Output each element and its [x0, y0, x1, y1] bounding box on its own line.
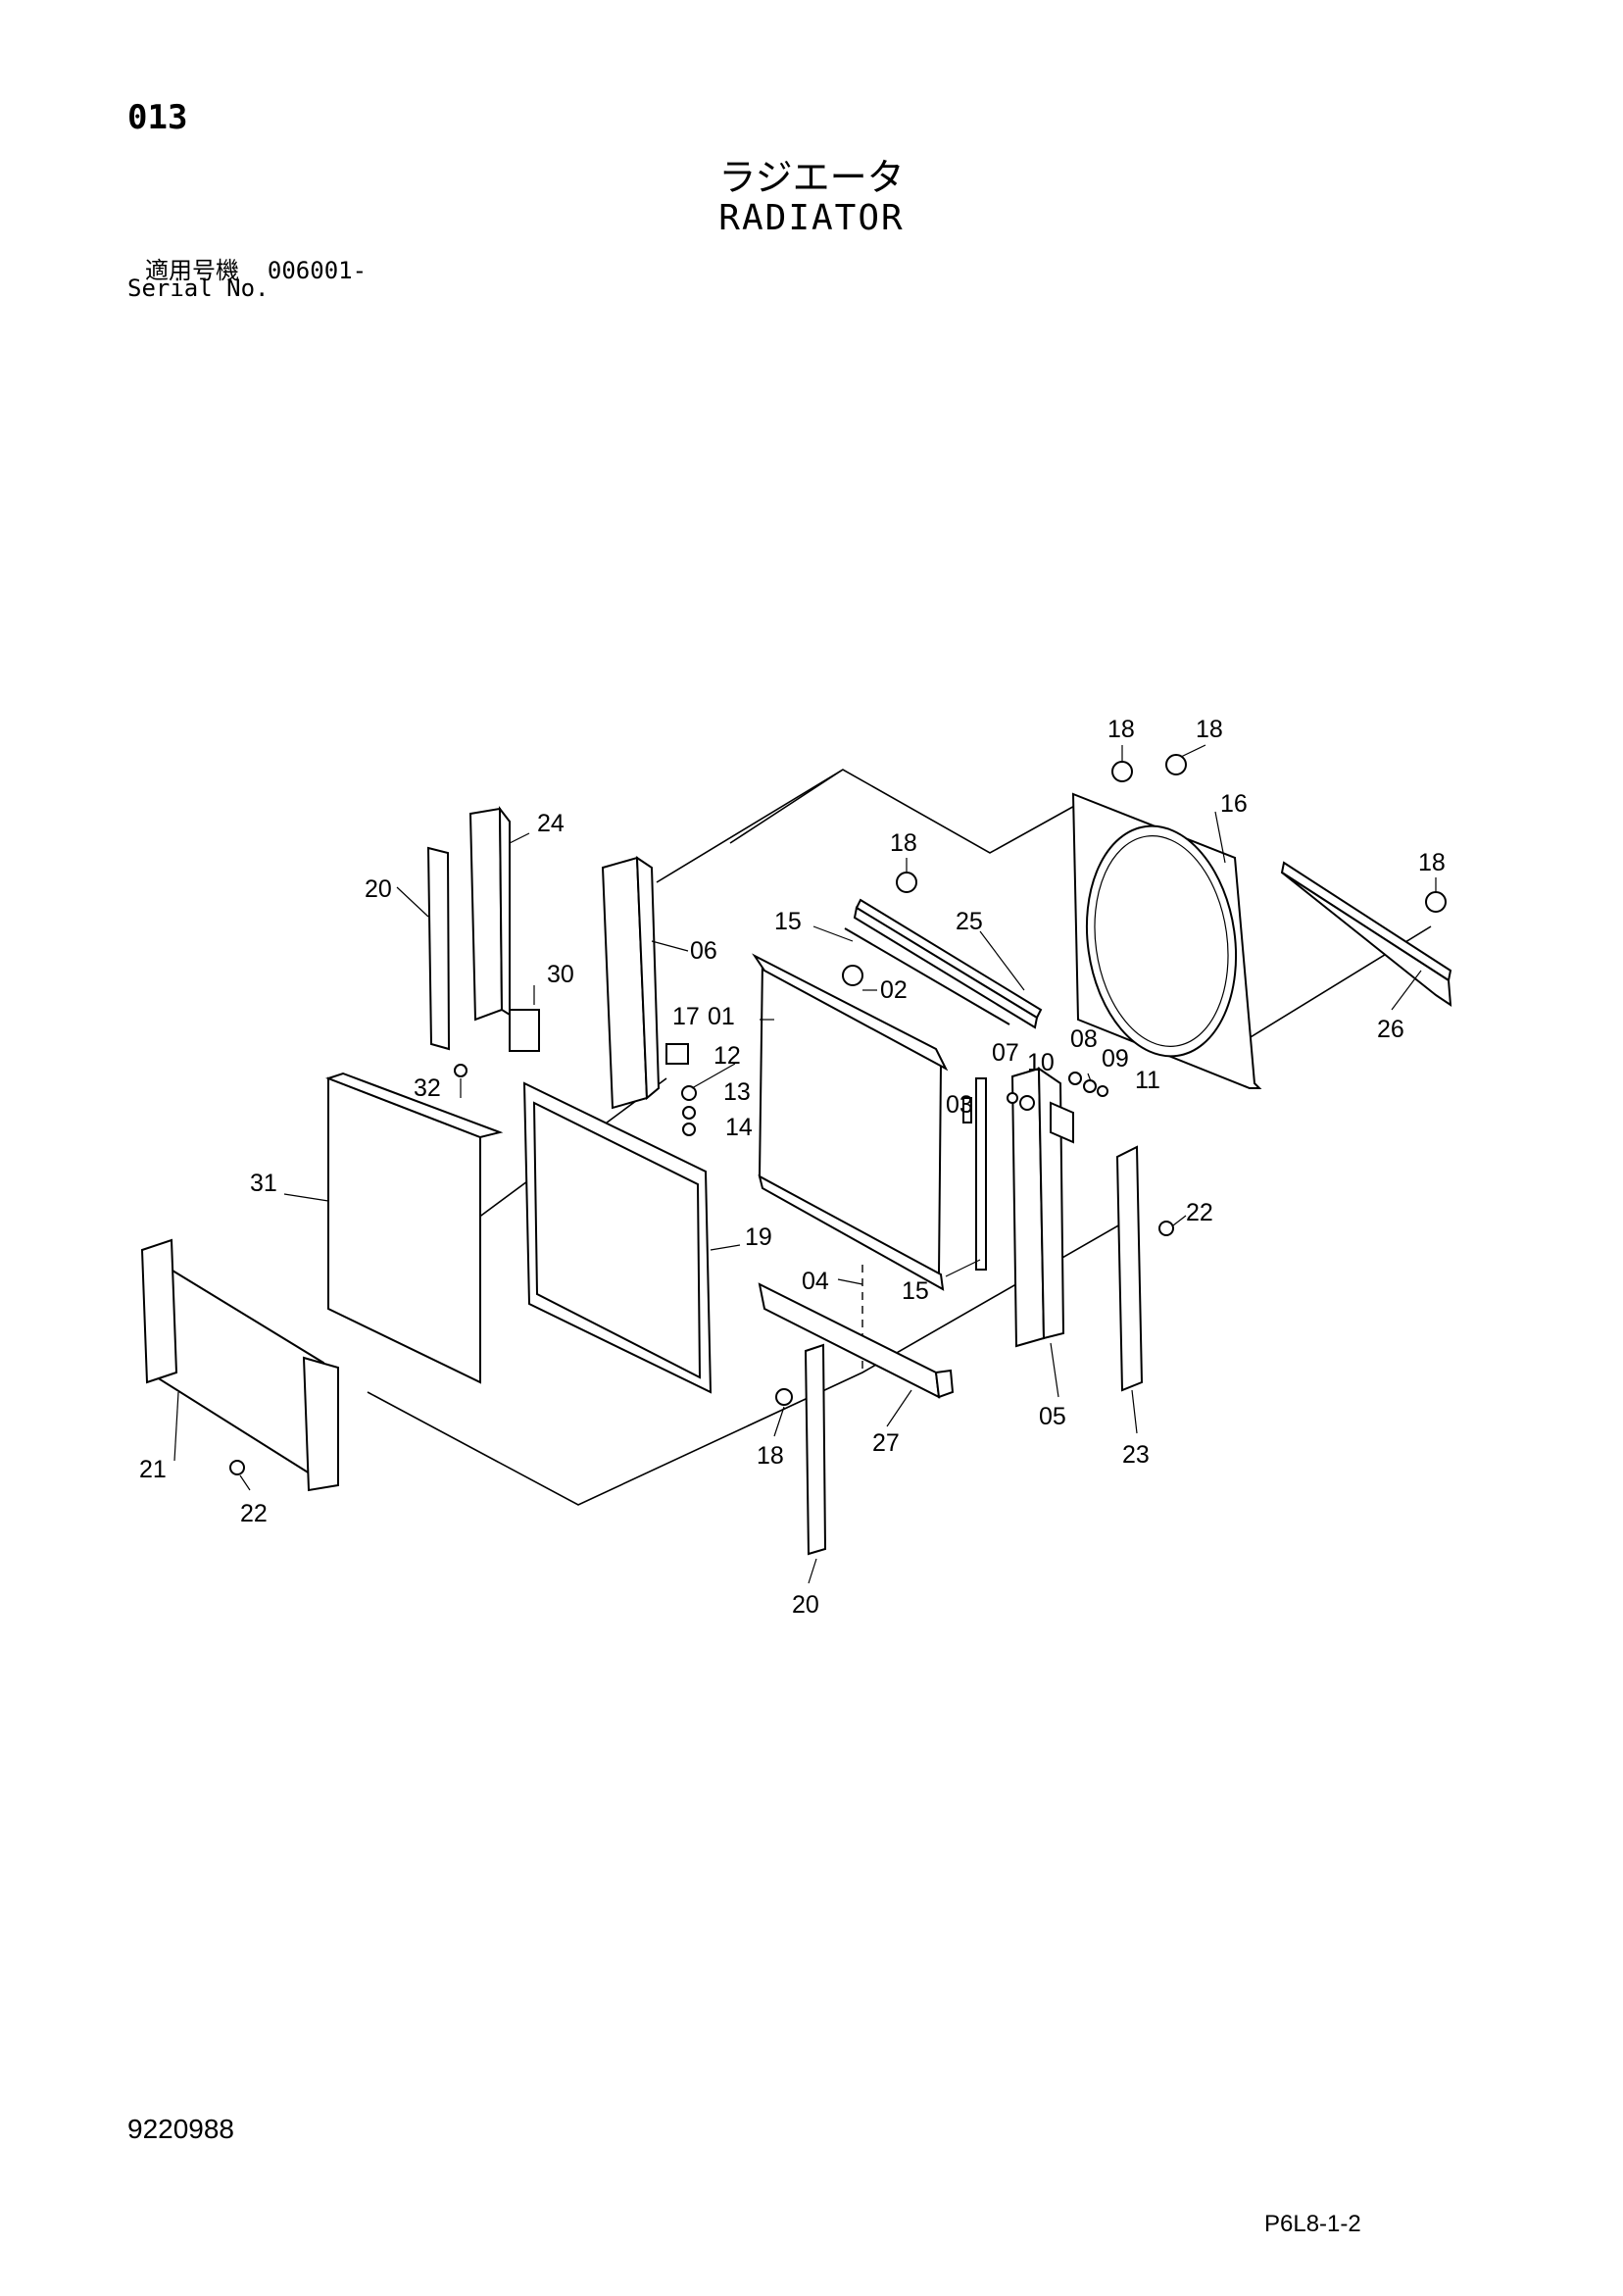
- side-plate-20-upper: [426, 846, 451, 1051]
- serial-applicability: 適用号機 006001-: [145, 251, 367, 285]
- bolt-18-d: [1425, 891, 1447, 913]
- serial-label-ja: 適用号機: [145, 257, 239, 284]
- callout-18: 18: [1107, 716, 1135, 743]
- washer-12: [681, 1085, 697, 1101]
- callout-32: 32: [414, 1074, 441, 1102]
- bottom-beam-27: [758, 1282, 955, 1399]
- callout-20: 20: [792, 1591, 819, 1619]
- callout-01: 01: [708, 1003, 735, 1030]
- callout-14: 14: [725, 1114, 753, 1141]
- title-english: RADIATOR: [718, 198, 905, 238]
- page-number: 013: [127, 98, 188, 137]
- callout-23: 23: [1122, 1441, 1150, 1469]
- top-bar-25: [853, 898, 1043, 1029]
- intercooler-21: [140, 1238, 339, 1492]
- reference-line-top: [656, 769, 1079, 883]
- upright-bracket-06: [601, 856, 661, 1110]
- washer-07: [1007, 1092, 1018, 1104]
- bolt-18-a: [1111, 761, 1133, 782]
- radiator-core-01: [752, 953, 949, 1291]
- washer-13: [682, 1106, 696, 1120]
- bolt-18-e: [775, 1388, 793, 1406]
- callout-08: 08: [1070, 1025, 1098, 1053]
- callout-18: 18: [890, 829, 917, 857]
- callout-31: 31: [250, 1170, 277, 1197]
- callout-22: 22: [1186, 1199, 1213, 1226]
- fan-shroud-16: [1071, 792, 1262, 1089]
- angle-bracket-26: [1280, 861, 1452, 1007]
- bolt-18-c: [896, 872, 917, 893]
- nut-10: [1019, 1095, 1035, 1111]
- cover-panel-31: [325, 1072, 504, 1384]
- seal-15-top: [844, 927, 1010, 1025]
- serial-label-en: Serial No.: [127, 275, 270, 302]
- callout-06: 06: [690, 937, 717, 965]
- callout-26: 26: [1377, 1016, 1404, 1043]
- radiator-frame-19: [522, 1081, 713, 1394]
- cap-02: [842, 965, 863, 986]
- block-30: [509, 1009, 540, 1052]
- bolt-14: [682, 1123, 696, 1136]
- nut-22-right: [1158, 1221, 1174, 1236]
- callout-18: 18: [1418, 849, 1446, 876]
- callout-18: 18: [1196, 716, 1223, 743]
- callout-05: 05: [1039, 1403, 1066, 1430]
- bolt-18-b: [1165, 754, 1187, 775]
- callout-27: 27: [872, 1429, 900, 1457]
- callout-21: 21: [139, 1456, 167, 1483]
- callout-17: 17: [672, 1003, 700, 1030]
- callout-03: 03: [946, 1091, 973, 1119]
- serial-value: 006001-: [267, 257, 368, 284]
- reference-line-upper: [729, 769, 844, 844]
- callout-19: 19: [745, 1223, 772, 1251]
- washer-09: [1083, 1079, 1097, 1093]
- callout-25: 25: [956, 908, 983, 935]
- callout-20: 20: [365, 875, 392, 903]
- callout-07: 07: [992, 1039, 1019, 1067]
- callout-10: 10: [1027, 1049, 1055, 1076]
- nut-22-left: [229, 1460, 245, 1475]
- page-code: P6L8-1-2: [1264, 2211, 1361, 2237]
- right-plate-23: [1115, 1145, 1144, 1392]
- bracket-plate: [1050, 1101, 1074, 1144]
- callout-18: 18: [757, 1442, 784, 1470]
- washer-08: [1068, 1072, 1082, 1085]
- callout-30: 30: [547, 961, 574, 988]
- bolt-11: [1097, 1085, 1108, 1097]
- callout-22: 22: [240, 1500, 268, 1527]
- leader-lines: [173, 744, 1437, 1584]
- callout-12: 12: [713, 1042, 741, 1070]
- callout-16: 16: [1220, 790, 1248, 818]
- callout-15: 15: [774, 908, 802, 935]
- side-plate-24: [468, 806, 511, 1022]
- callout-04: 04: [802, 1268, 829, 1295]
- screw-32: [454, 1064, 467, 1077]
- callout-11: 11: [1135, 1067, 1160, 1094]
- drawing-number: 9220988: [127, 2114, 235, 2144]
- pin-03: [962, 1097, 972, 1123]
- callout-15: 15: [902, 1277, 929, 1305]
- reference-line-bottom: [367, 1220, 1128, 1506]
- callout-09: 09: [1102, 1045, 1129, 1073]
- seal-15-side: [975, 1077, 987, 1271]
- title-japanese: ラジエータ: [718, 156, 905, 199]
- callout-13: 13: [723, 1078, 751, 1106]
- callout-02: 02: [880, 976, 908, 1004]
- side-plate-20-lower: [804, 1343, 827, 1556]
- block-17: [665, 1043, 689, 1065]
- callout-24: 24: [537, 810, 565, 837]
